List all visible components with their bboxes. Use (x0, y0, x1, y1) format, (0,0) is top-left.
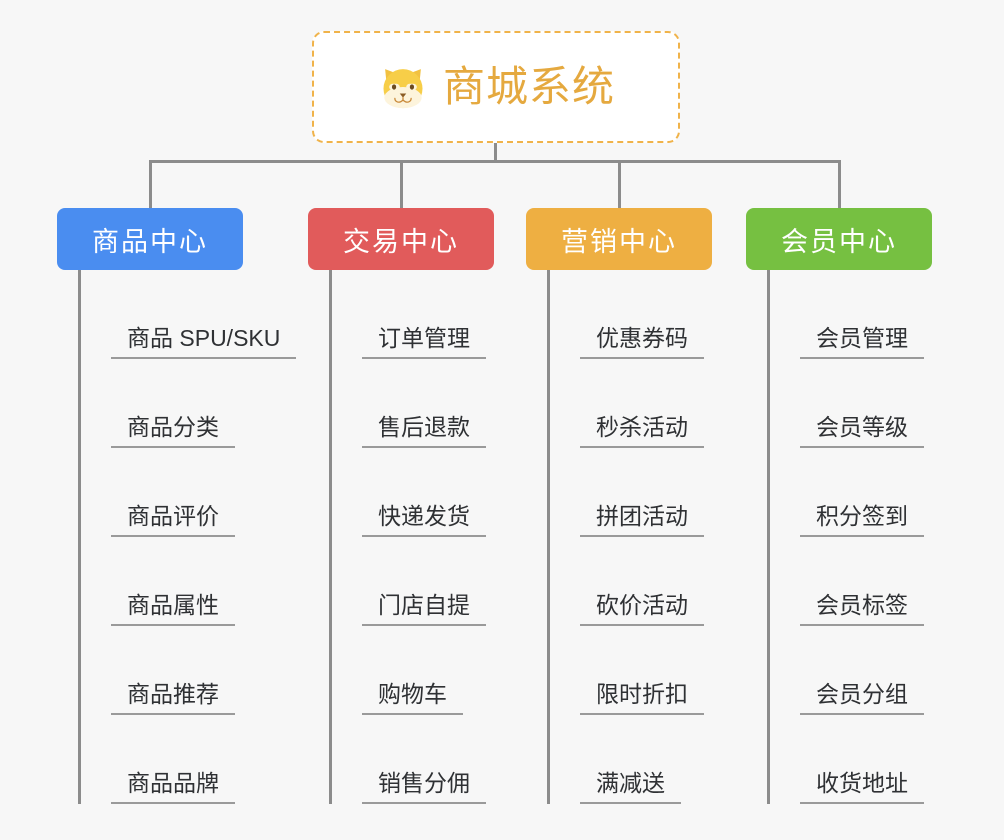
branch-product-center: 商品中心 商品 SPU/SKU 商品分类 商品评价 商品属性 商品推荐 商品品牌 (57, 208, 297, 804)
connector-drop-product-center (149, 160, 152, 208)
leaf-item[interactable]: 会员分组 (770, 626, 932, 715)
leaf-list-product-center: 商品 SPU/SKU 商品分类 商品评价 商品属性 商品推荐 商品品牌 (78, 270, 297, 804)
branch-trade-center: 交易中心 订单管理 售后退款 快递发货 门店自提 购物车 销售分佣 (308, 208, 494, 804)
leaf-label: 快递发货 (362, 503, 486, 537)
leaf-item[interactable]: 商品评价 (81, 448, 296, 537)
leaf-item[interactable]: 购物车 (332, 626, 494, 715)
leaf-label: 商品 SPU/SKU (111, 325, 297, 359)
leaf-label: 会员标签 (800, 592, 924, 626)
leaf-item[interactable]: 商品推荐 (81, 626, 296, 715)
leaf-item[interactable]: 会员等级 (770, 359, 932, 448)
leaf-label: 商品推荐 (111, 681, 235, 715)
leaf-item[interactable]: 秒杀活动 (550, 359, 712, 448)
leaf-item[interactable]: 砍价活动 (550, 537, 712, 626)
leaf-label: 销售分佣 (362, 770, 486, 804)
leaf-label: 门店自提 (362, 592, 486, 626)
leaf-list-marketing-center: 优惠券码 秒杀活动 拼团活动 砍价活动 限时折扣 满减送 (547, 270, 712, 804)
leaf-item[interactable]: 会员标签 (770, 537, 932, 626)
leaf-item[interactable]: 快递发货 (332, 448, 494, 537)
leaf-item[interactable]: 会员管理 (770, 270, 932, 359)
leaf-list-member-center: 会员管理 会员等级 积分签到 会员标签 会员分组 收货地址 (767, 270, 932, 804)
root-title: 商城系统 (442, 63, 615, 110)
leaf-label: 会员等级 (800, 414, 924, 448)
branch-header-product-center[interactable]: 商品中心 (57, 208, 243, 270)
leaf-item[interactable]: 限时折扣 (550, 626, 712, 715)
leaf-label: 积分签到 (800, 503, 924, 537)
leaf-label: 售后退款 (362, 414, 486, 448)
leaf-item[interactable]: 订单管理 (332, 270, 494, 359)
leaf-item[interactable]: 门店自提 (332, 537, 494, 626)
leaf-item[interactable]: 销售分佣 (332, 715, 494, 804)
leaf-item[interactable]: 商品 SPU/SKU (81, 270, 297, 359)
leaf-label: 商品分类 (111, 414, 235, 448)
leaf-list-trade-center: 订单管理 售后退款 快递发货 门店自提 购物车 销售分佣 (329, 270, 494, 804)
leaf-item[interactable]: 优惠券码 (550, 270, 712, 359)
leaf-label: 拼团活动 (580, 503, 704, 537)
leaf-label: 优惠券码 (580, 325, 704, 359)
shiba-dog-face-icon (377, 61, 429, 113)
root-node[interactable]: 商城系统 (312, 31, 680, 143)
leaf-label: 限时折扣 (580, 681, 704, 715)
leaf-label: 会员分组 (800, 681, 924, 715)
leaf-item[interactable]: 售后退款 (332, 359, 494, 448)
leaf-label: 会员管理 (800, 325, 924, 359)
leaf-label: 秒杀活动 (580, 414, 704, 448)
leaf-label: 商品评价 (111, 503, 235, 537)
connector-drop-trade-center (400, 160, 403, 208)
leaf-item[interactable]: 商品分类 (81, 359, 296, 448)
connector-drop-marketing-center (618, 160, 621, 208)
branch-header-trade-center[interactable]: 交易中心 (308, 208, 494, 270)
leaf-item[interactable]: 商品品牌 (81, 715, 296, 804)
branch-header-member-center[interactable]: 会员中心 (746, 208, 932, 270)
leaf-label: 购物车 (362, 681, 463, 715)
leaf-label: 砍价活动 (580, 592, 704, 626)
branch-member-center: 会员中心 会员管理 会员等级 积分签到 会员标签 会员分组 收货地址 (746, 208, 932, 804)
leaf-item[interactable]: 收货地址 (770, 715, 932, 804)
connector-root-stem (494, 143, 497, 161)
connector-horizontal-bus (149, 160, 841, 163)
branch-header-marketing-center[interactable]: 营销中心 (526, 208, 712, 270)
leaf-item[interactable]: 拼团活动 (550, 448, 712, 537)
leaf-item[interactable]: 满减送 (550, 715, 712, 804)
connector-drop-member-center (838, 160, 841, 208)
leaf-label: 满减送 (580, 770, 681, 804)
leaf-label: 商品属性 (111, 592, 235, 626)
leaf-item[interactable]: 积分签到 (770, 448, 932, 537)
leaf-label: 订单管理 (362, 325, 486, 359)
leaf-label: 收货地址 (800, 770, 924, 804)
leaf-label: 商品品牌 (111, 770, 235, 804)
branch-marketing-center: 营销中心 优惠券码 秒杀活动 拼团活动 砍价活动 限时折扣 满减送 (526, 208, 712, 804)
leaf-item[interactable]: 商品属性 (81, 537, 296, 626)
